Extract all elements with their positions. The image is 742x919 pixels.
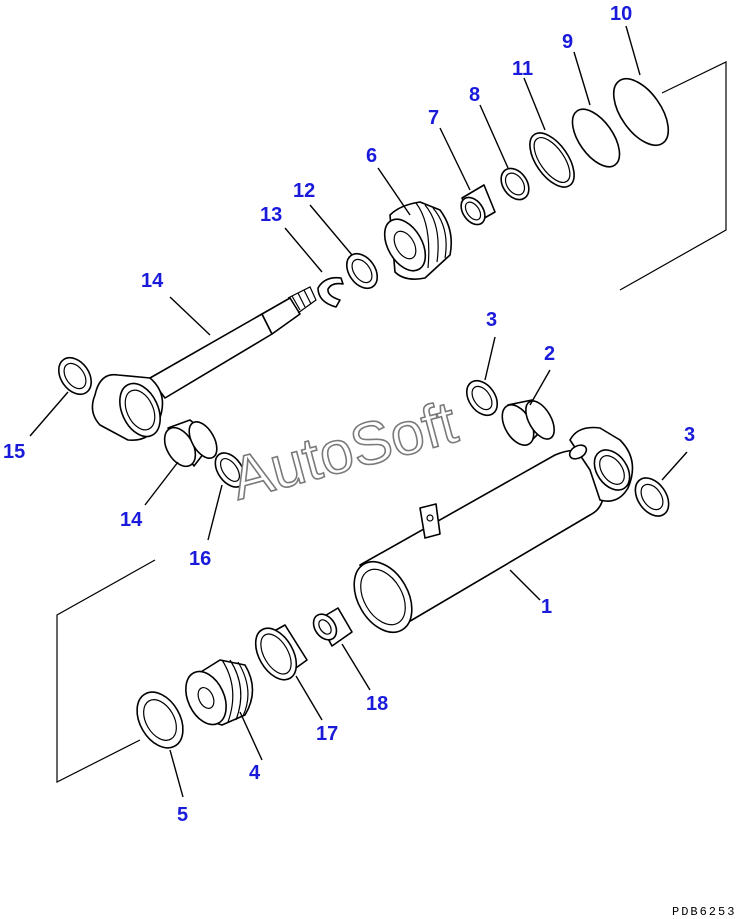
callout-2: 2: [544, 343, 555, 365]
part-2-bushing: [501, 399, 555, 446]
part-13-bushing: [163, 419, 218, 468]
callout-13: 14: [120, 509, 143, 531]
part-6-seal: [500, 167, 530, 201]
callout-18: 18: [366, 693, 388, 715]
part-7-ring: [571, 108, 621, 168]
callout-3-upper: 3: [486, 309, 497, 331]
part-16-seal: [136, 691, 184, 749]
callout-11: 13: [260, 204, 282, 226]
part-1-cylinder-tube: [353, 426, 634, 634]
callout-10: 12: [293, 180, 315, 202]
part-18-nut: [312, 607, 353, 647]
part-5-bushing: [460, 184, 496, 226]
watermark: AutoSoft: [224, 388, 464, 512]
part-11-snap-ring: [317, 276, 344, 308]
part-4-head: [383, 201, 453, 280]
part-8-ring: [612, 78, 670, 146]
group-bracket-upper: [619, 61, 727, 291]
callout-14-lower: 16: [189, 548, 211, 570]
part-14-seal-upper: [57, 356, 93, 396]
part-3-seal-upper: [465, 379, 499, 417]
callout-9: 11: [512, 58, 533, 80]
group-bracket-lower: [56, 559, 156, 783]
callout-7: 9: [562, 31, 573, 53]
callout-14-left: 15: [3, 441, 25, 463]
callout-5: 7: [428, 107, 439, 129]
part-3-seal-right: [634, 477, 670, 517]
callout-12: 14: [141, 270, 164, 292]
part-12-rod: [91, 286, 317, 441]
callout-1: 1: [541, 596, 552, 618]
part-9-ring: [529, 132, 575, 188]
part-9-ring-inner: [533, 137, 571, 183]
callout-3-right: 3: [684, 424, 695, 446]
callout-4: 6: [366, 145, 377, 167]
callout-6: 8: [469, 84, 480, 106]
part-17-ring: [254, 624, 308, 681]
leader-lines: [29, 25, 688, 798]
callout-8: 10: [610, 3, 632, 25]
callout-15: 4: [249, 762, 261, 784]
drawing-code: PDB6253: [672, 905, 736, 919]
callout-17: 17: [316, 723, 338, 745]
part-14-seal-lower: [214, 452, 246, 488]
part-10-ring: [345, 252, 379, 290]
callout-16: 5: [177, 804, 188, 826]
part-15-piston: [185, 659, 254, 726]
